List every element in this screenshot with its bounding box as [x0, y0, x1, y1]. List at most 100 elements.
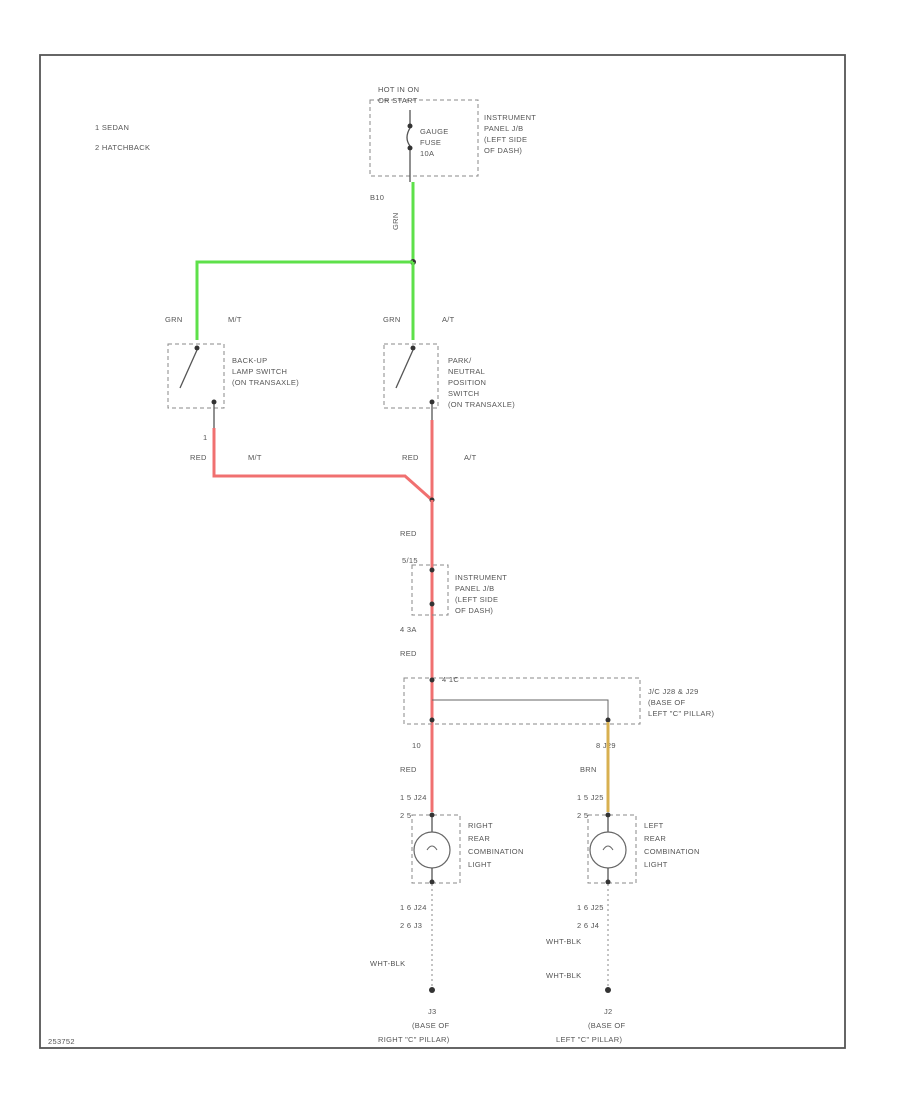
junction-pin-top — [429, 677, 435, 683]
right-lamp-label-3: COMBINATION — [468, 847, 524, 856]
right-lamp-bulb-icon — [413, 831, 451, 869]
pnp-switch-terminal-bottom — [429, 399, 435, 405]
center-jb-pin-bottom — [429, 601, 435, 607]
fuse-location-2: PANEL J/B — [484, 124, 523, 133]
left-lamp-label-2: REAR — [644, 834, 666, 843]
center-wire-color-2: RED — [400, 649, 417, 658]
fuse-label-2: FUSE — [420, 138, 441, 147]
right-lamp-gnd-conn-1: 1 6 J24 — [400, 903, 427, 912]
fuse-terminal-bottom — [407, 145, 413, 151]
pnp-switch-box — [383, 343, 439, 409]
right-lamp-label-1: RIGHT — [468, 821, 493, 830]
right-lamp-conn-1: 1 5 J24 — [400, 793, 427, 802]
fuse-start-label: OR START — [378, 96, 418, 105]
wire-red-left — [212, 428, 433, 502]
center-jb-pin-top-label: 5/15 — [402, 556, 418, 565]
left-lamp-bulb-icon — [589, 831, 627, 869]
junction-bridge — [432, 699, 609, 718]
center-jb-label-2: PANEL J/B — [455, 584, 494, 593]
fuse-label-1: GAUGE — [420, 127, 449, 136]
left-lamp-gnd-wire-color-1: WHT-BLK — [546, 937, 581, 946]
center-wire-color-1: RED — [400, 529, 417, 538]
right-ground-icon — [429, 987, 435, 993]
left-ground-loc-1: (BASE OF — [588, 1021, 626, 1030]
fuse-power-label: HOT IN ON — [378, 85, 419, 94]
diagram-code: 253752 — [48, 1037, 75, 1046]
center-jb-pin-bottom-label: 4 3A — [400, 625, 417, 634]
right-lamp-gnd-wire-color: WHT-BLK — [370, 959, 405, 968]
pnp-switch-label-1: PARK/ — [448, 356, 472, 365]
left-lamp-gnd-conn-1: 1 6 J25 — [577, 903, 604, 912]
left-lamp-conn-1: 1 5 J25 — [577, 793, 604, 802]
backup-switch-terminal-bottom — [211, 399, 217, 405]
backup-switch-label-3: (ON TRANSAXLE) — [232, 378, 299, 387]
right-ground-loc-2: RIGHT "C" PILLAR) — [378, 1035, 450, 1044]
fuse-label-3: 10A — [420, 149, 434, 158]
pnp-switch-label-3: POSITION — [448, 378, 486, 387]
junction-pin-label: 4 1C — [442, 675, 459, 684]
right-lamp-terminal-top — [429, 812, 435, 818]
fuse-block-box — [369, 99, 479, 177]
pnp-switch-contact — [395, 349, 414, 389]
junction-label-2: (BASE OF — [648, 698, 686, 707]
junction-pin-right-lamp — [429, 717, 435, 723]
junction-pin-left-lamp — [605, 717, 611, 723]
left-ground-loc-2: LEFT "C" PILLAR) — [556, 1035, 622, 1044]
pnp-switch-label-5: (ON TRANSAXLE) — [448, 400, 515, 409]
fuse-terminal-top — [407, 123, 413, 129]
right-trans-label: A/T — [442, 315, 455, 324]
right-lamp-filament-icon — [426, 845, 438, 851]
backup-switch-label-2: LAMP SWITCH — [232, 367, 287, 376]
right-lamp-pin: 10 — [412, 741, 421, 750]
left-ground-name: J2 — [604, 1007, 613, 1016]
right-lamp-gnd-conn-2: 2 6 J3 — [400, 921, 422, 930]
center-jb-label-1: INSTRUMENT — [455, 573, 507, 582]
legend-hatchback: 2 HATCHBACK — [95, 143, 150, 152]
backup-switch-terminal-top — [194, 345, 200, 351]
top-wire-color: GRN — [391, 212, 400, 230]
left-lamp-gnd-wire-color-2: WHT-BLK — [546, 971, 581, 980]
left-lamp-filament-icon — [602, 845, 614, 851]
junction-label-1: J/C J28 & J29 — [648, 687, 699, 696]
right-out-color: RED — [402, 453, 419, 462]
left-wire-color: GRN — [165, 315, 183, 324]
right-lamp-wire: RED — [400, 765, 417, 774]
left-lamp-label-3: COMBINATION — [644, 847, 700, 856]
left-lamp-box — [587, 814, 637, 884]
pnp-switch-terminal-top — [410, 345, 416, 351]
left-lamp-pin: 8 J29 — [596, 741, 616, 750]
junction-box — [403, 677, 641, 725]
wire-grn-left — [195, 260, 413, 340]
right-lamp-conn-2: 2 5 — [400, 811, 411, 820]
left-out-trans: M/T — [248, 453, 262, 462]
left-lamp-conn-2: 2 5 — [577, 811, 588, 820]
fuse-location-4: OF DASH) — [484, 146, 522, 155]
fuse-element — [406, 127, 411, 147]
top-connector-label: B10 — [370, 193, 384, 202]
center-jb-pin-top — [429, 567, 435, 573]
right-lamp-box — [411, 814, 461, 884]
center-jb-label-3: (LEFT SIDE — [455, 595, 498, 604]
backup-switch-contact — [179, 349, 198, 389]
right-wire-color: GRN — [383, 315, 401, 324]
junction-label-3: LEFT "C" PILLAR) — [648, 709, 714, 718]
pnp-switch-label-2: NEUTRAL — [448, 367, 485, 376]
center-jb-label-4: OF DASH) — [455, 606, 493, 615]
left-trans-label: M/T — [228, 315, 242, 324]
left-out-color: RED — [190, 453, 207, 462]
right-out-trans: A/T — [464, 453, 477, 462]
backup-switch-label-1: BACK-UP — [232, 356, 267, 365]
left-lamp-gnd-conn-2: 2 6 J4 — [577, 921, 599, 930]
left-ground-icon — [605, 987, 611, 993]
right-lamp-terminal-bottom — [429, 879, 435, 885]
fuse-location-1: INSTRUMENT — [484, 113, 536, 122]
left-lamp-label-4: LIGHT — [644, 860, 668, 869]
right-lamp-label-4: LIGHT — [468, 860, 492, 869]
right-ground-name: J3 — [428, 1007, 437, 1016]
center-jb-box — [411, 564, 449, 616]
pnp-switch-label-4: SWITCH — [448, 389, 479, 398]
left-lamp-label-1: LEFT — [644, 821, 664, 830]
left-lamp-wire: BRN — [580, 765, 597, 774]
fuse-location-3: (LEFT SIDE — [484, 135, 527, 144]
